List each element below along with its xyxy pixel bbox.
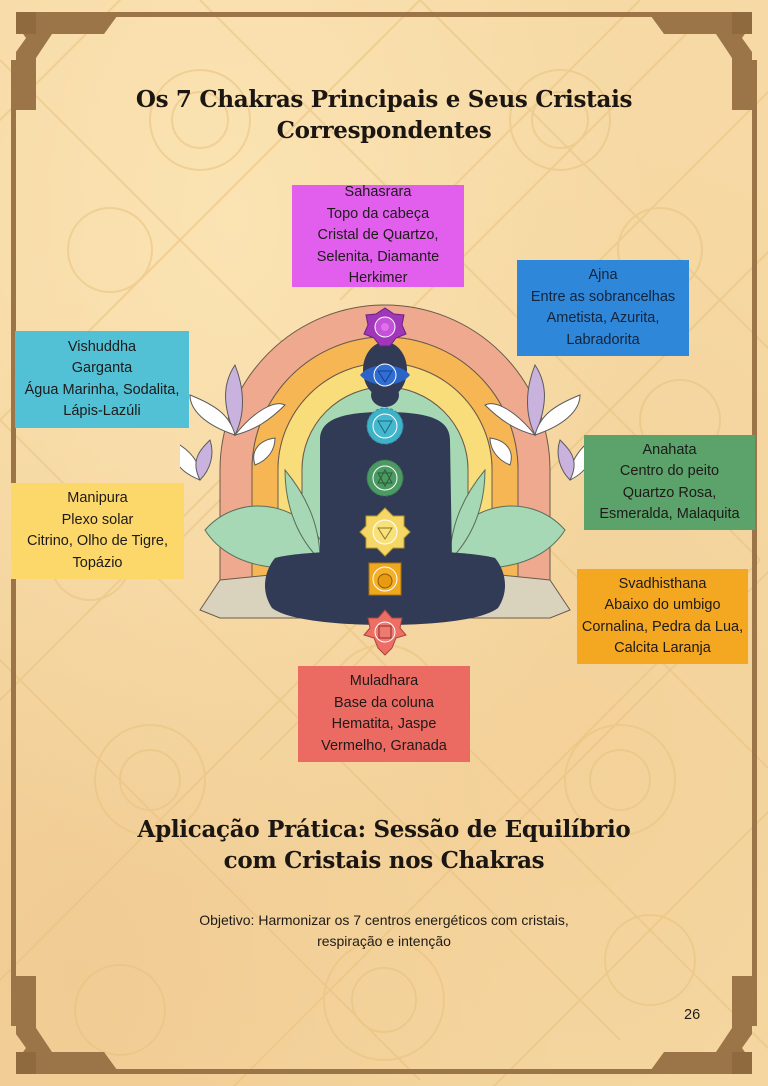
objective-text: Objetivo: Harmonizar os 7 centros energé… (0, 910, 768, 952)
frame-corner-bottom-right (648, 976, 752, 1074)
chakra-manipura-icon (359, 507, 411, 557)
chakra-crystals: Água Marinha, Sodalita, (24, 381, 180, 398)
objective-line1: Objetivo: Harmonizar os 7 centros energé… (199, 912, 569, 928)
chakra-location: Abaixo do umbigo (604, 597, 721, 613)
chakra-crystals: Labradorita (566, 331, 640, 348)
chakra-ajna-icon (360, 363, 410, 387)
chakra-crystals: Quartzo Rosa, (622, 484, 717, 501)
page-title-line2: Correspondentes (276, 117, 492, 144)
page-title: Os 7 Chakras Principais e Seus Cristais … (0, 84, 768, 146)
lily-flower-icon (484, 363, 590, 481)
section-title-line2: com Cristais nos Chakras (223, 847, 545, 874)
chakra-card-ajna: Ajna Entre as sobrancelhas Ametista, Azu… (517, 260, 689, 356)
chakra-crystals: Cristal de Quartzo, (317, 227, 439, 244)
chakra-crystals: Topázio (72, 554, 123, 571)
chakra-name: Svadhisthana (618, 575, 707, 592)
frame-border-top (60, 12, 708, 17)
chakra-card-muladhara: Muladhara Base da coluna Hematita, Jaspe… (298, 666, 470, 762)
chakra-card-sahasrara: Sahasrara Topo da cabeça Cristal de Quar… (292, 184, 464, 287)
chakra-crystals: Herkimer (348, 270, 408, 287)
chakra-anahata-icon (366, 459, 404, 497)
section-title-line1: Aplicação Prática: Sessão de Equilíbrio (137, 816, 631, 843)
frame-corner-top-right (648, 12, 752, 110)
frame-border-right (752, 60, 757, 1026)
section-title: Aplicação Prática: Sessão de Equilíbrio … (0, 814, 768, 876)
chakra-crystals: Vermelho, Granada (321, 737, 447, 754)
chakra-location: Centro do peito (619, 463, 720, 479)
page-number: 26 (684, 1007, 701, 1023)
chakra-svadhisthana-icon (368, 562, 402, 596)
chakra-sahasrara-icon (363, 307, 407, 347)
lily-flower-icon (180, 363, 286, 481)
chakra-location: Garganta (71, 360, 133, 376)
frame-corner-bottom-left (16, 976, 120, 1074)
chakra-location: Topo da cabeça (326, 205, 430, 222)
frame-corner-top-left (16, 12, 120, 110)
page-title-line1: Os 7 Chakras Principais e Seus Cristais (135, 86, 633, 113)
frame-border-bottom (60, 1069, 708, 1074)
chakra-card-anahata: Anahata Centro do peito Quartzo Rosa, Es… (584, 435, 755, 530)
chakra-location: Base da coluna (334, 694, 434, 711)
chakra-location: Plexo solar (61, 511, 134, 528)
chakra-name: Sahasrara (344, 184, 412, 201)
chakra-card-vishuddha: Vishuddha Garganta Água Marinha, Sodalit… (15, 331, 189, 428)
chakra-muladhara-icon (363, 609, 407, 656)
chakra-name: Anahata (642, 441, 697, 458)
chakra-name: Manipura (67, 490, 128, 506)
chakra-crystals: Ametista, Azurita, (546, 310, 660, 326)
chakra-vishuddha-icon (366, 407, 404, 445)
chakra-card-manipura: Manipura Plexo solar Citrino, Olho de Ti… (11, 483, 184, 579)
chakra-crystals: Selenita, Diamante (316, 248, 440, 265)
chakra-card-svadhisthana: Svadhisthana Abaixo do umbigo Cornalina,… (577, 569, 748, 664)
chakra-name: Muladhara (349, 673, 419, 689)
chakra-crystals: Esmeralda, Malaquita (599, 506, 740, 522)
chakra-crystals: Hematita, Jaspe (331, 716, 437, 732)
chakra-crystals: Citrino, Olho de Tigre, (26, 533, 169, 549)
chakra-name: Vishuddha (67, 338, 137, 355)
objective-line2: respiração e intenção (317, 933, 451, 949)
chakra-crystals: Cornalina, Pedra da Lua, (581, 618, 744, 635)
chakra-location: Entre as sobrancelhas (530, 288, 676, 305)
chakra-crystals: Calcita Laranja (614, 640, 711, 656)
chakra-crystals: Lápis-Lazúli (63, 403, 141, 419)
chakra-name: Ajna (588, 267, 618, 283)
meditating-figure-illustration (180, 304, 590, 656)
